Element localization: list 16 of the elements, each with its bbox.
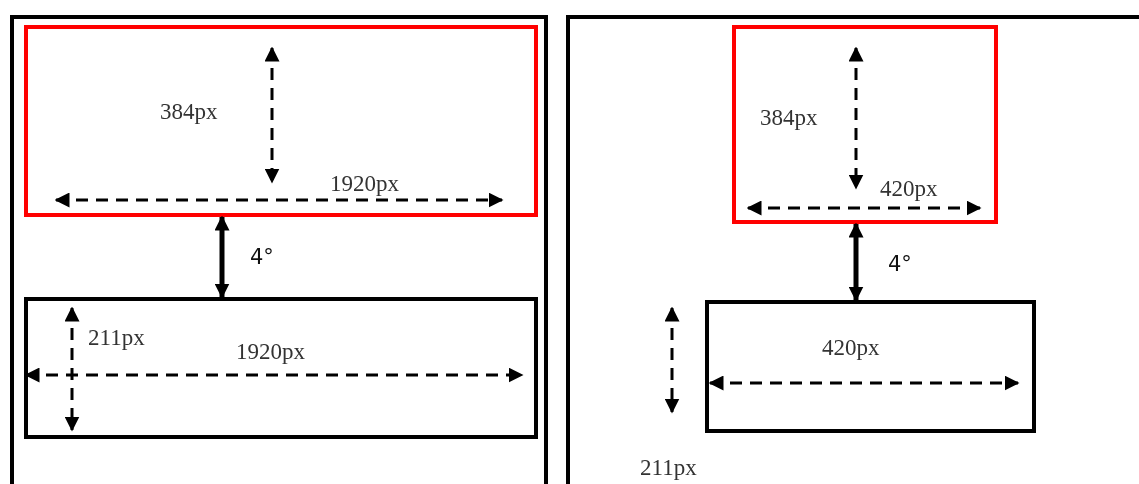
double-arrow [214, 215, 230, 299]
dimension-label: 1920px [330, 172, 399, 195]
rectangle-frame [732, 25, 998, 224]
panel-frame [10, 15, 548, 484]
panel-frame [566, 15, 1139, 484]
rectangle-frame [705, 300, 1036, 433]
dimension-label: 1920px [236, 340, 305, 363]
dimension-label: 384px [160, 100, 218, 123]
rectangle-frame [24, 25, 538, 217]
dimension-label: 384px [760, 106, 818, 129]
double-arrow [848, 222, 864, 302]
dimension-label: 211px [88, 326, 145, 349]
dimension-label: 211px [640, 456, 697, 479]
dimension-label: 420px [880, 177, 938, 200]
rectangle-frame [24, 297, 538, 439]
dimension-label: 420px [822, 336, 880, 359]
